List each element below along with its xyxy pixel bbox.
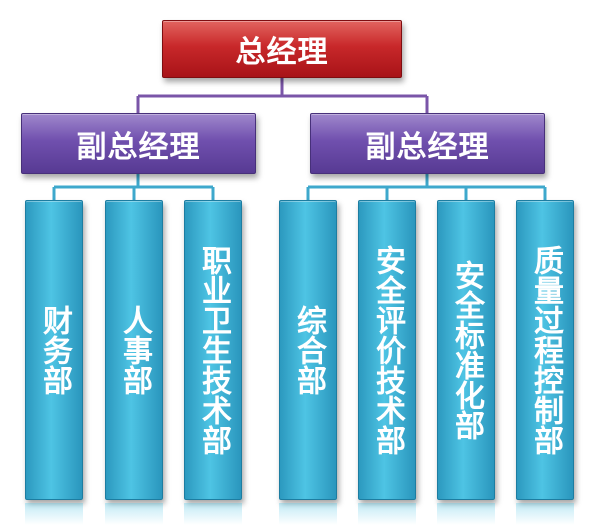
- dept-safety-standardization: 安全标准化部: [437, 200, 495, 500]
- reflection: [516, 503, 574, 525]
- dept-occupational-health: 职业卫生技术部: [184, 200, 242, 500]
- general-manager-box: 总经理: [162, 20, 402, 78]
- dept-finance: 财务部: [25, 200, 83, 500]
- dept-hr: 人事部: [105, 200, 163, 500]
- vice-general-manager-box-left: 副总经理: [21, 113, 256, 174]
- dept-safety-evaluation: 安全评价技术部: [358, 200, 416, 500]
- reflection: [437, 503, 495, 525]
- vice-general-manager-box-right: 副总经理: [310, 113, 545, 174]
- reflection: [25, 503, 83, 525]
- reflection: [184, 503, 242, 525]
- reflection: [358, 503, 416, 525]
- dept-general-affairs: 综合部: [279, 200, 337, 500]
- dept-quality-process-control: 质量过程控制部: [516, 200, 574, 500]
- reflection: [105, 503, 163, 525]
- reflection: [279, 503, 337, 525]
